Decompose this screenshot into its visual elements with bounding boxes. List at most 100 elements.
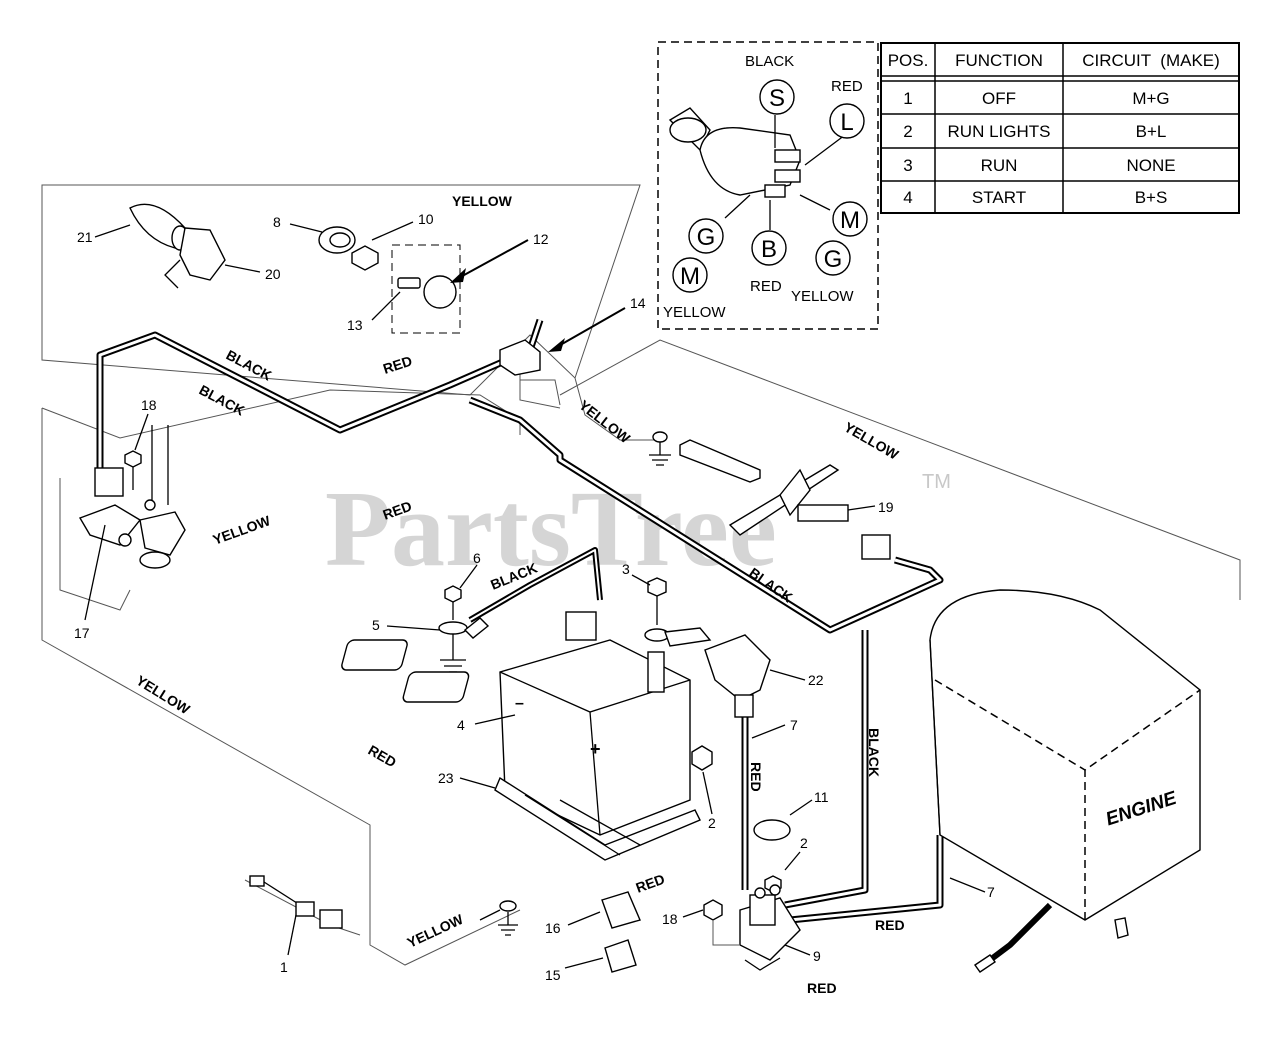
panel-outlines bbox=[41, 184, 1241, 966]
terminal-l: L bbox=[840, 109, 853, 136]
part-18-bolt-lower bbox=[703, 899, 740, 946]
part-12-13-ignition bbox=[391, 244, 461, 334]
callout-20: 20 bbox=[265, 266, 281, 282]
callout-12: 12 bbox=[533, 231, 549, 247]
callout-18b: 18 bbox=[662, 911, 678, 927]
label-red-1: RED bbox=[381, 353, 414, 377]
callout-22: 22 bbox=[808, 672, 824, 688]
callout-15: 15 bbox=[545, 967, 561, 983]
part-14-connector bbox=[499, 339, 541, 376]
label-yellow-17: YELLOW bbox=[211, 512, 273, 548]
callout-3: 3 bbox=[622, 561, 630, 577]
table-cell: M+G bbox=[1132, 89, 1169, 108]
inset-label-red-l: RED bbox=[831, 78, 863, 95]
table-cell: 3 bbox=[903, 156, 912, 175]
callout-8: 8 bbox=[273, 214, 281, 230]
table-cell: B+L bbox=[1136, 122, 1167, 141]
part-11-cap bbox=[753, 819, 791, 841]
part-20-socket bbox=[164, 227, 226, 289]
battery-positive-mark: + bbox=[590, 739, 601, 759]
part-21-bulb bbox=[129, 203, 189, 251]
label-red-7: RED bbox=[748, 762, 764, 792]
callout-2a: 2 bbox=[708, 815, 716, 831]
inset-label-yellow-g: YELLOW bbox=[791, 288, 854, 305]
callout-10: 10 bbox=[418, 211, 434, 227]
callout-5: 5 bbox=[372, 617, 380, 633]
callout-17: 17 bbox=[74, 625, 90, 641]
watermark-text: PartsTree bbox=[325, 470, 777, 589]
callout-4: 4 bbox=[457, 717, 465, 733]
callout-7a: 7 bbox=[790, 717, 798, 733]
label-red-left: RED bbox=[366, 742, 400, 771]
label-red-9: RED bbox=[875, 917, 905, 933]
part-5-6-ground bbox=[438, 585, 490, 673]
part-19-bracket bbox=[679, 439, 891, 560]
terminal-g2: G bbox=[824, 246, 843, 273]
label-black-2: BLACK bbox=[197, 382, 248, 419]
callout-13: 13 bbox=[347, 317, 363, 333]
inset-label-black: BLACK bbox=[745, 53, 794, 70]
terminal-g: G bbox=[697, 224, 716, 251]
terminal-m2: M bbox=[680, 263, 700, 290]
table-cell: NONE bbox=[1126, 156, 1175, 175]
callout-7b: 7 bbox=[987, 884, 995, 900]
callout-1: 1 bbox=[280, 959, 288, 975]
callout-23: 23 bbox=[438, 770, 454, 786]
table-header-pos: POS. bbox=[888, 51, 929, 70]
label-red-battery: RED bbox=[634, 871, 667, 896]
terminal-m: M bbox=[840, 207, 860, 234]
part-2-nut-top bbox=[691, 745, 713, 771]
part-16-15-key bbox=[601, 891, 641, 973]
callout-16: 16 bbox=[545, 920, 561, 936]
terminal-b: B bbox=[761, 236, 777, 263]
ground-terminal-1 bbox=[479, 900, 518, 936]
callout-14: 14 bbox=[630, 295, 646, 311]
callout-2b: 2 bbox=[800, 835, 808, 851]
part-1-harness bbox=[249, 875, 343, 929]
callout-19: 19 bbox=[878, 499, 894, 515]
label-black-1: BLACK bbox=[224, 347, 275, 384]
table-cell: 4 bbox=[903, 188, 912, 207]
part-8-10-nuts bbox=[318, 226, 379, 271]
callout-21: 21 bbox=[77, 229, 93, 245]
table-header-function: FUNCTION bbox=[955, 51, 1043, 70]
table-cell: 1 bbox=[903, 89, 912, 108]
switch-inset: S L M G B G M BLACK RED RED YELLOW YELLO… bbox=[657, 41, 879, 330]
callouts: 21 20 8 10 12 13 14 18 17 6 5 3 22 4 23 … bbox=[74, 211, 995, 983]
inset-label-red-b: RED bbox=[750, 278, 782, 295]
label-yellow-right: YELLOW bbox=[842, 419, 903, 463]
callout-18a: 18 bbox=[141, 397, 157, 413]
part-engine: ENGINE bbox=[929, 589, 1201, 973]
table-cell: START bbox=[972, 188, 1026, 207]
label-yellow-14: YELLOW bbox=[576, 397, 634, 447]
label-black-vertical: BLACK bbox=[866, 728, 882, 777]
battery-negative-mark: – bbox=[515, 695, 524, 712]
label-yellow-1: YELLOW bbox=[405, 911, 467, 951]
table-cell: B+S bbox=[1135, 188, 1168, 207]
terminal-s: S bbox=[769, 85, 785, 112]
part-18-bolt-upper bbox=[124, 450, 142, 490]
label-red-bottom: RED bbox=[807, 980, 837, 996]
part-9-solenoid bbox=[739, 884, 801, 971]
callout-9: 9 bbox=[813, 948, 821, 964]
inset-label-yellow-m: YELLOW bbox=[663, 304, 726, 321]
table-cell: RUN bbox=[981, 156, 1018, 175]
table-header-circuit: CIRCUIT (MAKE) bbox=[1082, 51, 1220, 70]
table-cell: 2 bbox=[903, 122, 912, 141]
table-cell: RUN LIGHTS bbox=[948, 122, 1051, 141]
ground-symbol-14 bbox=[649, 431, 671, 466]
part-3-bolt bbox=[644, 577, 712, 647]
watermark-tm: TM bbox=[922, 471, 951, 493]
part-23-tray bbox=[494, 776, 701, 861]
part-17-switch bbox=[78, 467, 142, 547]
part-22-boot bbox=[704, 634, 771, 718]
label-yellow-left: YELLOW bbox=[133, 672, 193, 718]
part-seat-switch bbox=[139, 425, 186, 569]
callout-6: 6 bbox=[473, 550, 481, 566]
table-cell: OFF bbox=[982, 89, 1016, 108]
function-table: POS. FUNCTION CIRCUIT (MAKE) 1 OFF M+G 2… bbox=[880, 42, 1240, 214]
callout-11: 11 bbox=[814, 789, 829, 805]
label-yellow-top: YELLOW bbox=[452, 193, 513, 209]
